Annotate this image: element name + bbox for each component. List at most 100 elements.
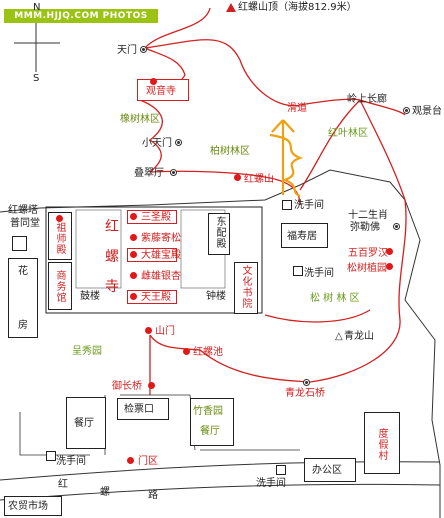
daxiong-box [127, 248, 177, 262]
qinglongshiqiao-marker [303, 379, 310, 386]
guanyinsi-box [137, 78, 189, 101]
wc4-icon [276, 465, 286, 475]
tianmen-label: 天门 [117, 45, 137, 56]
xiangshu-label: 橡树林区 [120, 114, 160, 125]
dujiacun-label: 度假村 [376, 428, 387, 461]
tianwang-dot [130, 293, 137, 300]
huadao-label: 滑道 [287, 103, 307, 114]
guanyinsi-label: 观音寺 [146, 86, 176, 97]
tianwang-label: 天王殿 [141, 292, 171, 303]
dujiacun-box [364, 412, 400, 474]
xiaotianmen-marker [175, 139, 182, 146]
road-char-1: 红 [58, 479, 68, 490]
temple-char-2: 螺 [105, 249, 119, 265]
zhuxiang-box [190, 398, 234, 446]
shangwuguan-label: 商务馆 [54, 270, 65, 303]
bangong-label: 办公区 [312, 465, 342, 476]
daxiong-dot [130, 251, 137, 258]
zushidian-dot [56, 215, 63, 222]
hongluota-label: 红螺塔 [8, 205, 38, 216]
dongpei-label: 东配殿 [214, 216, 225, 249]
daxiong-label: 大雄宝殿 [141, 250, 181, 261]
lingshang-label: 岭上长廊 [347, 94, 387, 105]
fang-label: 房 [18, 320, 28, 331]
hongye-label: 红叶林区 [328, 128, 368, 139]
mile-label: 弥勒佛 [350, 222, 380, 233]
shier-label: 十二生肖 [348, 210, 388, 221]
sansheng-label: 三圣殿 [141, 212, 171, 223]
diecuiting-label: 叠翠厅 [134, 168, 164, 179]
hongluoshan-label: 红螺山 [244, 174, 274, 185]
menqu-label: 门区 [138, 456, 158, 467]
guanyinsi-dot [150, 78, 157, 85]
nongmao-box [4, 496, 62, 516]
wubai-dot [386, 248, 393, 255]
road-char-2: 螺 [100, 487, 110, 498]
shanmen-label: 山门 [155, 326, 175, 337]
canting1-box [66, 397, 106, 449]
zhonglou-label: 钟楼 [206, 291, 226, 302]
nongmao-label: 农贸市场 [8, 501, 48, 512]
baishu-label: 柏树林区 [210, 146, 250, 157]
sansheng-dot [130, 213, 137, 220]
songshuzhi-label: 松树植园 [347, 263, 387, 274]
wc2-icon [293, 266, 303, 276]
road-char-3: 路 [148, 490, 158, 501]
wenhua-box [234, 262, 258, 314]
gulou-label: 鼓楼 [80, 291, 100, 302]
cixiong-label: 雌雄银杏 [141, 271, 181, 282]
yuchangqiao-dot [148, 382, 155, 389]
shangwuguan-box [48, 262, 72, 310]
fushouju-label: 福寿居 [287, 231, 317, 242]
putongtang-label: 普同堂 [10, 218, 40, 229]
xiaotianmen-label: 小天门 [142, 138, 172, 149]
songshuzhi-dot [386, 263, 393, 270]
huafang-box [8, 258, 38, 338]
guanjingtai-label: 观景台 [412, 106, 442, 117]
yuchangqiao-label: 御长桥 [112, 381, 142, 392]
wubai-label: 五百罗汉 [348, 248, 388, 259]
diecuiting-marker [170, 169, 177, 176]
ziteng-label: 紫藤寄松 [141, 233, 181, 244]
zhuxiang-label: 竹香园 [193, 406, 223, 417]
shanmen-dot [145, 327, 152, 334]
wc1-icon [282, 200, 292, 210]
hongluochi-label: 红螺池 [193, 347, 223, 358]
chengxiu-label: 呈秀园 [72, 346, 102, 357]
watermark: MMM.HJJQ.COM PHOTOS [4, 9, 158, 23]
ziteng-dot [130, 234, 137, 241]
temple-char-1: 红 [105, 219, 119, 235]
summit-label: 红螺山顶（海拔812.9米） [238, 2, 357, 13]
songshu-label: 松 树 林 区 [310, 293, 360, 304]
compass-north: N [33, 2, 41, 13]
canting2-label: 餐厅 [200, 426, 220, 437]
zushidian-label: 祖师殿 [54, 222, 65, 255]
ticket-label: 检票口 [124, 404, 154, 415]
dongpei-box [208, 213, 230, 255]
bangong-box [304, 458, 356, 482]
compass-south: S [33, 73, 40, 84]
fushouju-box [281, 223, 328, 248]
canting1-label: 餐厅 [74, 418, 94, 429]
qinglongshan-name: 青龙山 [344, 331, 374, 342]
zushidian-box [48, 212, 72, 260]
wc3-label: 洗手间 [56, 456, 86, 467]
cixiong-dot [130, 272, 137, 279]
wenhua-label: 文化书院 [240, 265, 251, 309]
wc4-label: 洗手间 [256, 478, 286, 489]
tianmen-marker [140, 46, 147, 53]
menqu-dot [127, 457, 134, 464]
tianwang-box [127, 290, 177, 304]
temple-char-3: 寺 [105, 279, 119, 295]
tower-icon [12, 236, 27, 251]
wc1-label: 洗手间 [294, 200, 324, 211]
wc2-label: 洗手间 [304, 268, 334, 279]
hua-label: 花 [18, 266, 28, 277]
guanjingtai-marker [403, 107, 410, 114]
mile-marker [393, 223, 400, 230]
sansheng-box [127, 210, 177, 224]
wc3-icon [46, 451, 56, 461]
hongluoshan-dot [234, 174, 241, 181]
